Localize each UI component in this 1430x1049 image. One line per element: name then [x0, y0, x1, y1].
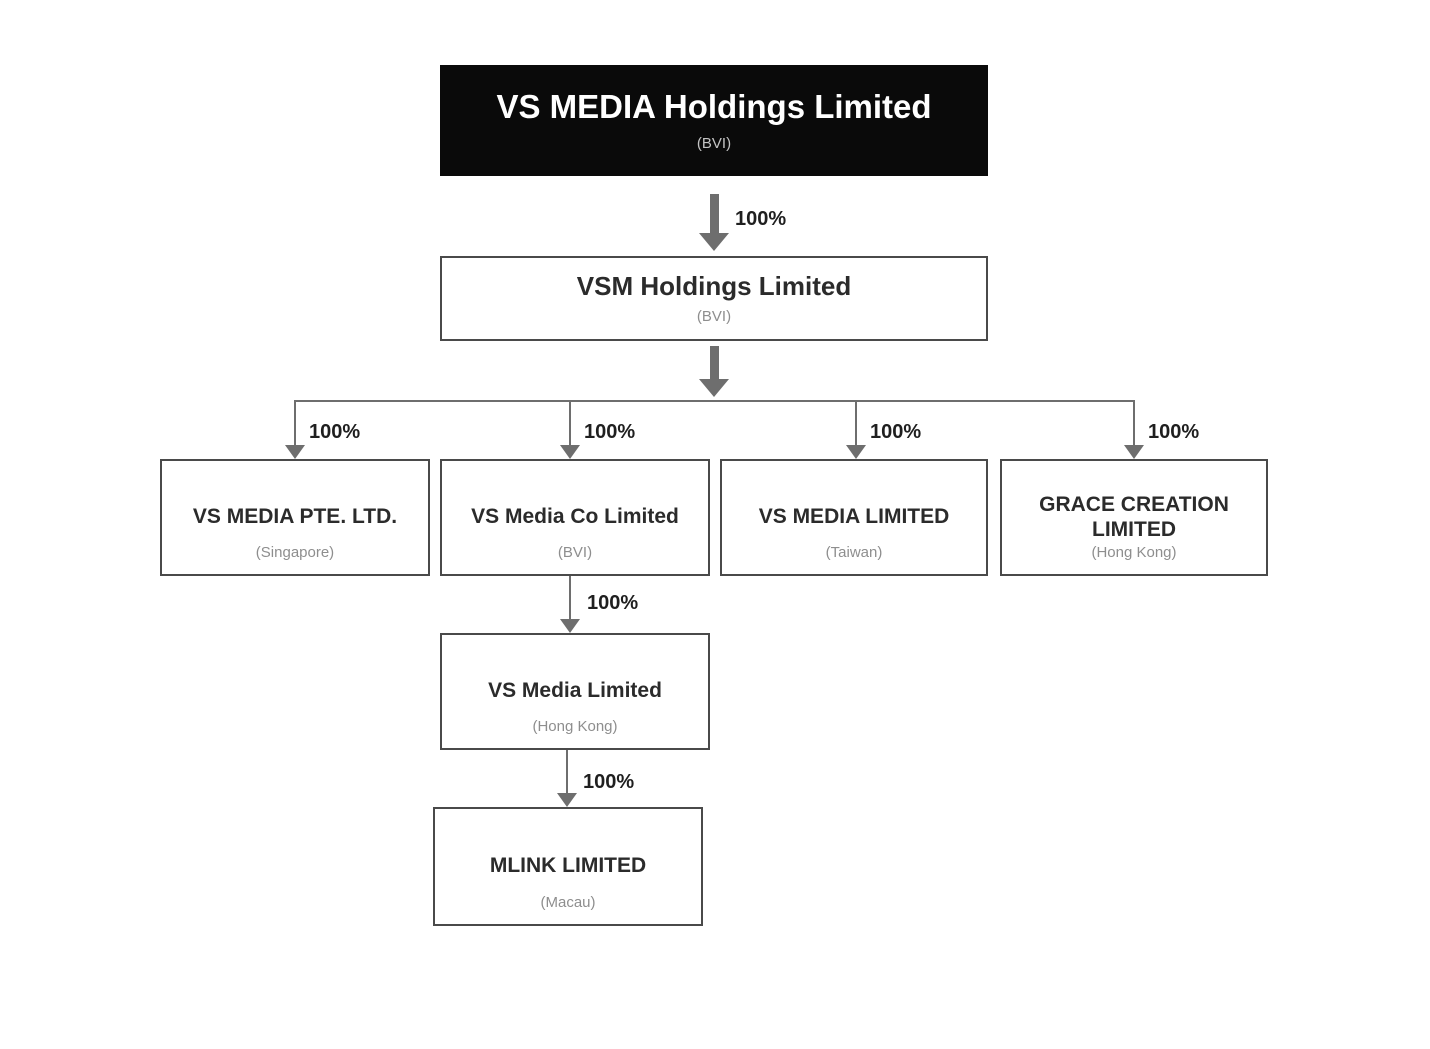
edge-vsm-to-taiwan-line	[855, 400, 857, 445]
arrow-down-icon	[560, 619, 580, 633]
node-jurisdiction: (Hong Kong)	[532, 717, 618, 735]
node-jurisdiction: (BVI)	[696, 135, 732, 153]
ownership-label: 100%	[870, 421, 922, 443]
node-vsm-holdings-limited: VSM Holdings Limited (BVI)	[440, 256, 988, 341]
node-grace-creation-limited: GRACE CREATION LIMITED (Hong Kong)	[1000, 459, 1268, 576]
arrow-down-icon	[1124, 445, 1144, 459]
ownership-label: 100%	[584, 421, 636, 443]
node-title: VS MEDIA PTE. LTD.	[192, 505, 398, 529]
node-vs-media-holdings-limited: VS MEDIA Holdings Limited (BVI)	[440, 65, 988, 176]
node-title: GRACE CREATION LIMITED	[1039, 492, 1229, 541]
ownership-label: 100%	[735, 208, 787, 230]
node-jurisdiction: (Hong Kong)	[1091, 543, 1177, 561]
arrow-down-icon	[846, 445, 866, 459]
junction-horizontal-line	[294, 400, 1135, 402]
node-jurisdiction: (BVI)	[696, 308, 732, 326]
edge-vsm-to-bvi-co-line	[569, 400, 571, 445]
node-jurisdiction: (Taiwan)	[825, 543, 883, 561]
node-title: VS MEDIA LIMITED	[758, 505, 950, 529]
ownership-label: 100%	[309, 421, 361, 443]
edge-vsm-to-grace-line	[1133, 400, 1135, 445]
edge-vsm-to-singapore-line	[294, 400, 296, 445]
node-title: VS Media Limited	[488, 679, 662, 703]
node-jurisdiction: (BVI)	[557, 543, 593, 561]
edge-bvi-co-to-hongkong-line	[569, 576, 571, 619]
ownership-label: 100%	[587, 592, 639, 614]
arrow-down-icon	[560, 445, 580, 459]
node-jurisdiction: (Macau)	[540, 893, 596, 911]
arrow-down-icon	[285, 445, 305, 459]
arrow-down-icon	[557, 793, 577, 807]
node-vs-media-co-limited: VS Media Co Limited (BVI)	[440, 459, 710, 576]
node-vs-media-pte-ltd: VS MEDIA PTE. LTD. (Singapore)	[160, 459, 430, 576]
edge-vsm-to-junction-line	[710, 346, 719, 379]
ownership-label: 100%	[583, 771, 635, 793]
arrow-down-icon	[699, 233, 729, 251]
ownership-label: 100%	[1148, 421, 1200, 443]
node-title: MLINK LIMITED	[489, 854, 647, 878]
node-vs-media-limited-hong-kong: VS Media Limited (Hong Kong)	[440, 633, 710, 750]
node-jurisdiction: (Singapore)	[255, 543, 335, 561]
node-title: VS MEDIA Holdings Limited	[496, 88, 932, 126]
arrow-down-icon	[699, 379, 729, 397]
edge-hongkong-to-macau-line	[566, 750, 568, 793]
node-title: VSM Holdings Limited	[576, 271, 852, 302]
node-title: VS Media Co Limited	[471, 505, 679, 529]
node-mlink-limited: MLINK LIMITED (Macau)	[433, 807, 703, 926]
edge-root-to-vsm-line	[710, 194, 719, 233]
node-vs-media-limited-taiwan: VS MEDIA LIMITED (Taiwan)	[720, 459, 988, 576]
